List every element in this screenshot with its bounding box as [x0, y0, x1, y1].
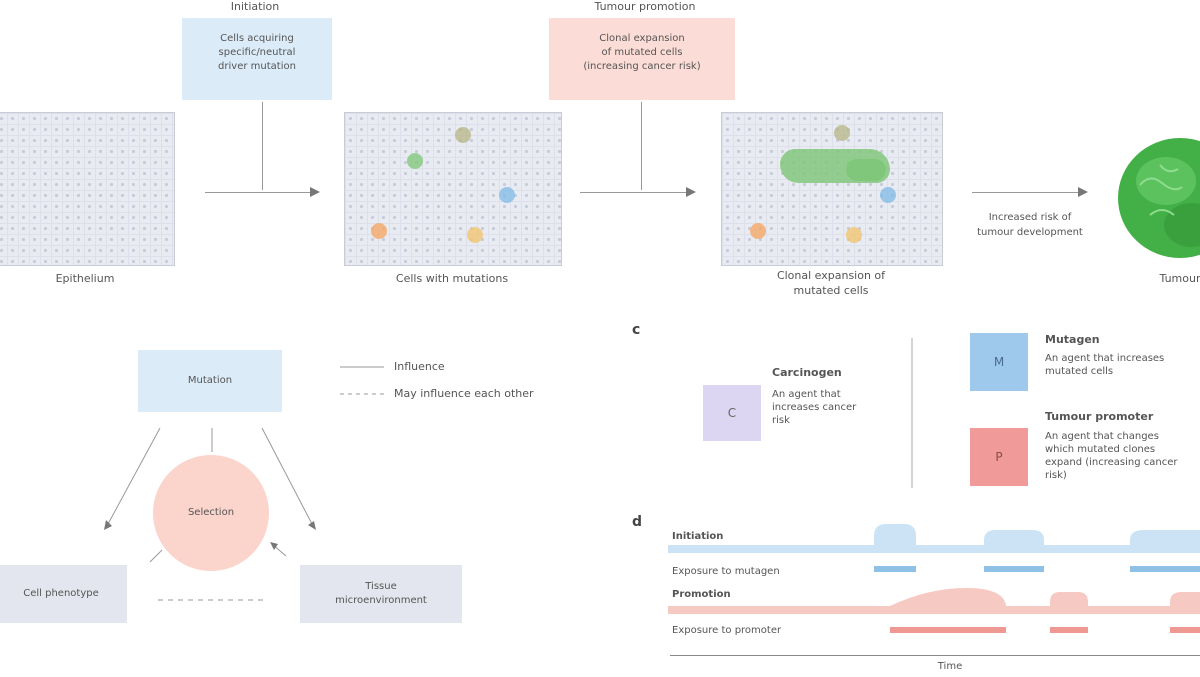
arrow-right-icon [1078, 187, 1088, 197]
mutagen-desc: An agent that increases mutated cells [1045, 353, 1165, 377]
time-label: Time [937, 661, 963, 672]
arrow-right-icon [310, 187, 320, 197]
initiation-track [668, 524, 1200, 572]
panel-c-letter: c [632, 322, 641, 338]
initiation-label: Initiation [230, 0, 280, 13]
initiation-box: Cells acquiring specific/neutral driver … [182, 18, 332, 100]
legend-solid-text: Influence [394, 360, 445, 373]
clonal-expansion-tissue [721, 112, 943, 266]
tumour-icon [1118, 138, 1200, 258]
selection-text: Selection [187, 507, 235, 518]
promoter-box: P [970, 428, 1028, 486]
arrow-right-icon [686, 187, 696, 197]
carcinogen-title: Carcinogen [772, 366, 842, 379]
initiation-row-label: Initiation [672, 531, 724, 542]
promoter-title: Tumour promoter [1045, 410, 1154, 423]
stage1-caption: Epithelium [55, 272, 115, 285]
mutagen-box: M [970, 333, 1028, 391]
promoter-exposure-label: Exposure to promoter [672, 625, 782, 636]
mutation-box: Mutation [138, 350, 282, 412]
mutation-text: Mutation [187, 375, 233, 386]
promotion-row-label: Promotion [672, 589, 731, 600]
tissue-microenvironment-text: Tissue microenvironment [335, 581, 427, 606]
epithelium-tissue [0, 112, 175, 266]
arrow3-caption: Increased risk of tumour development [977, 212, 1083, 238]
promotion-label: Tumour promotion [594, 0, 696, 13]
tissue-microenvironment-box: Tissue microenvironment [300, 565, 462, 623]
selection-circle: Selection [153, 455, 269, 571]
promotion-track [668, 588, 1200, 633]
promoter-desc: An agent that changes which mutated clon… [1045, 431, 1178, 481]
stage2-caption: Cells with mutations [395, 272, 509, 285]
carcinogen-box: C [703, 385, 761, 441]
stage4-caption: Tumour [1159, 272, 1200, 285]
mutagen-exposure-label: Exposure to mutagen [672, 566, 780, 577]
promotion-box: Clonal expansion of mutated cells (incre… [549, 18, 735, 100]
panel-d-letter: d [632, 514, 643, 530]
panel-b-arrows [104, 427, 316, 601]
mutagen-title: Mutagen [1045, 333, 1100, 346]
legend-dashed-text: May influence each other [394, 387, 534, 400]
panel-c-divider [911, 338, 913, 488]
legend-solid: Influence [340, 360, 445, 373]
cell-phenotype-text: Cell phenotype [23, 588, 99, 599]
legend-dashed: May influence each other [340, 387, 534, 400]
time-axis [670, 655, 1200, 656]
cell-phenotype-box: Cell phenotype [0, 565, 127, 623]
stage3-caption: Clonal expansion of mutated cells [776, 269, 886, 297]
mutated-tissue [344, 112, 562, 266]
carcinogen-desc: An agent that increases cancer risk [772, 389, 857, 426]
